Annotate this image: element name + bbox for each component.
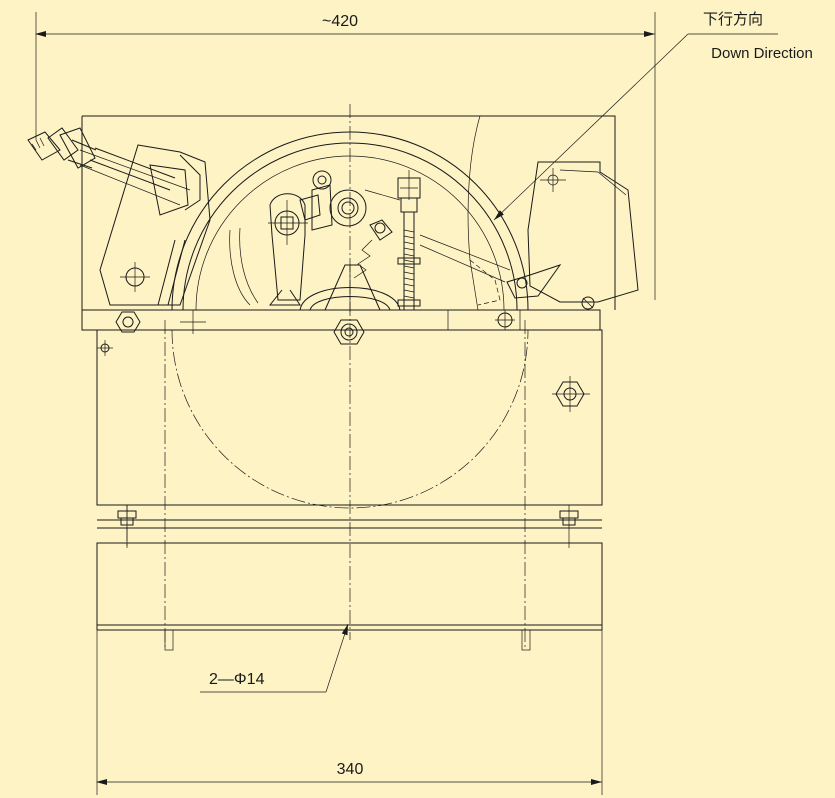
upper-housing [81,115,616,311]
upper-hub [299,170,367,231]
sheave-inner-arc [182,142,518,311]
adjust-bolt [27,127,97,169]
plate-bolts [97,311,590,412]
small-screw-left [97,340,113,356]
bottom-dimension [96,630,603,795]
direction-label-chinese: 下行方向 [703,11,763,28]
switch-assembly [353,170,511,310]
rail-bolts [117,505,579,548]
callout-leader [325,623,349,693]
housing-curve [467,115,481,311]
top-width-label: ~420 [322,13,358,30]
bottom-width-label: 340 [337,761,364,778]
central-lever [229,193,308,306]
hex-bolt-right [552,376,590,412]
top-dimension [35,12,656,300]
mounting-pins [164,629,531,651]
sheave [171,131,529,509]
direction-label-english: Down Direction [711,45,813,62]
hole-callout [200,623,349,693]
hex-bolt-left [115,311,141,333]
lower-drum [299,264,401,312]
hole-callout-label: 2—Φ14 [209,671,265,688]
sheave-outer-arc [171,131,529,311]
base-block [81,309,603,631]
sheave-lower-arc [171,329,529,509]
sheave-groove-arc [195,155,505,311]
left-tension-assembly [27,127,211,306]
hex-bolt-center [333,319,365,345]
leader-arrow [493,33,689,221]
direction-leader [493,33,778,221]
right-cam [447,161,639,331]
